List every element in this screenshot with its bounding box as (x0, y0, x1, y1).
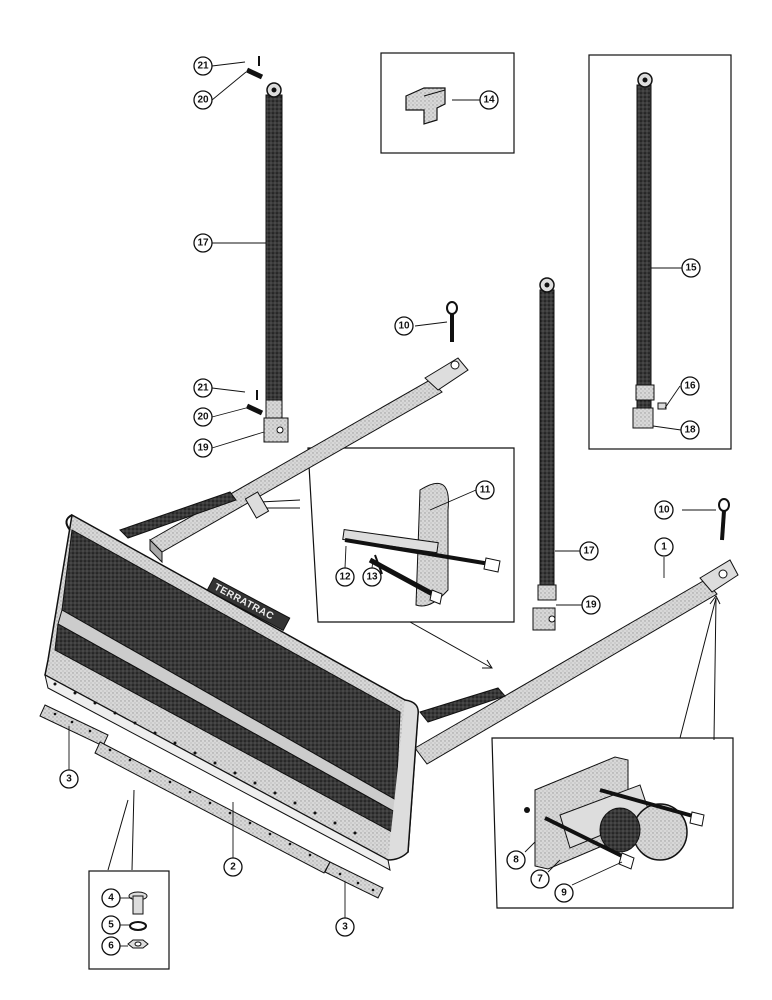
detail-box-11-12-13 (257, 447, 515, 623)
callout-7: 7 (530, 869, 550, 889)
callout-10-upper: 10 (394, 316, 414, 336)
callout-10-lower-label: 10 (658, 505, 670, 516)
callout-11-label: 11 (480, 485, 491, 496)
callout-3-left-label: 3 (66, 774, 72, 785)
callout-20-lower: 20 (193, 407, 213, 427)
callout-2-label: 2 (230, 862, 236, 873)
callout-1-label: 1 (661, 542, 667, 553)
callout-13-label: 13 (366, 572, 378, 583)
callout-16-label: 16 (684, 381, 696, 392)
callout-3-left: 3 (59, 769, 79, 789)
callout-15-label: 15 (685, 263, 697, 274)
callout-13: 13 (362, 567, 382, 587)
detail-box-14 (380, 52, 515, 154)
callout-14: 14 (479, 90, 499, 110)
callout-4-label: 4 (108, 893, 114, 904)
callout-8-label: 8 (513, 855, 519, 866)
callout-21-lower: 21 (193, 378, 213, 398)
dozer-blade: TERRATRAC (44, 513, 419, 871)
detail-box-7-8-9 (491, 737, 734, 909)
callout-2: 2 (223, 857, 243, 877)
callout-10-upper-label: 10 (398, 321, 410, 332)
detail-box-15 (588, 54, 732, 450)
callout-3-right-label: 3 (342, 922, 348, 933)
callout-17-right-label: 17 (583, 546, 595, 557)
callout-21-lower-label: 21 (197, 383, 209, 394)
callout-21-upper-label: 21 (197, 61, 209, 72)
callout-19-right-label: 19 (585, 600, 597, 611)
callout-18: 18 (680, 420, 700, 440)
callout-6: 6 (101, 936, 121, 956)
callout-17-left: 17 (193, 233, 213, 253)
callout-11: 11 (475, 480, 495, 500)
eyebolt-upper (446, 301, 458, 342)
lift-cylinder-right (532, 277, 557, 631)
lift-cylinder-left (245, 56, 289, 443)
detail-box-4-5-6 (88, 870, 170, 970)
callout-18-label: 18 (684, 425, 696, 436)
callout-19-left-label: 19 (197, 443, 209, 454)
callout-3-right: 3 (335, 917, 355, 937)
callout-12-label: 12 (339, 572, 351, 583)
callout-6-label: 6 (108, 941, 114, 952)
cutting-edge (39, 704, 384, 899)
callout-17-left-label: 17 (197, 238, 209, 249)
callout-19-left: 19 (193, 438, 213, 458)
eyebolt-lower (718, 498, 730, 541)
callout-20-lower-label: 20 (197, 412, 209, 423)
detail-leaders (107, 595, 721, 871)
callout-10-lower: 10 (654, 500, 674, 520)
callout-15: 15 (681, 258, 701, 278)
push-beam-front (414, 559, 739, 765)
callout-19-right: 19 (581, 595, 601, 615)
callout-9: 9 (554, 883, 574, 903)
callout-8: 8 (506, 850, 526, 870)
callout-14-label: 14 (483, 95, 495, 106)
callout-5-label: 5 (108, 920, 114, 931)
callout-5: 5 (101, 915, 121, 935)
callout-1: 1 (654, 537, 674, 557)
callout-17-right: 17 (579, 541, 599, 561)
push-beam-rear (119, 357, 469, 564)
callout-9-label: 9 (561, 888, 567, 899)
callout-21-upper: 21 (193, 56, 213, 76)
callout-leaders (68, 61, 716, 947)
callout-16: 16 (680, 376, 700, 396)
callout-20-upper: 20 (193, 90, 213, 110)
callout-4: 4 (101, 888, 121, 908)
callout-7-label: 7 (537, 874, 543, 885)
callout-20-upper-label: 20 (197, 95, 209, 106)
callout-12: 12 (335, 567, 355, 587)
